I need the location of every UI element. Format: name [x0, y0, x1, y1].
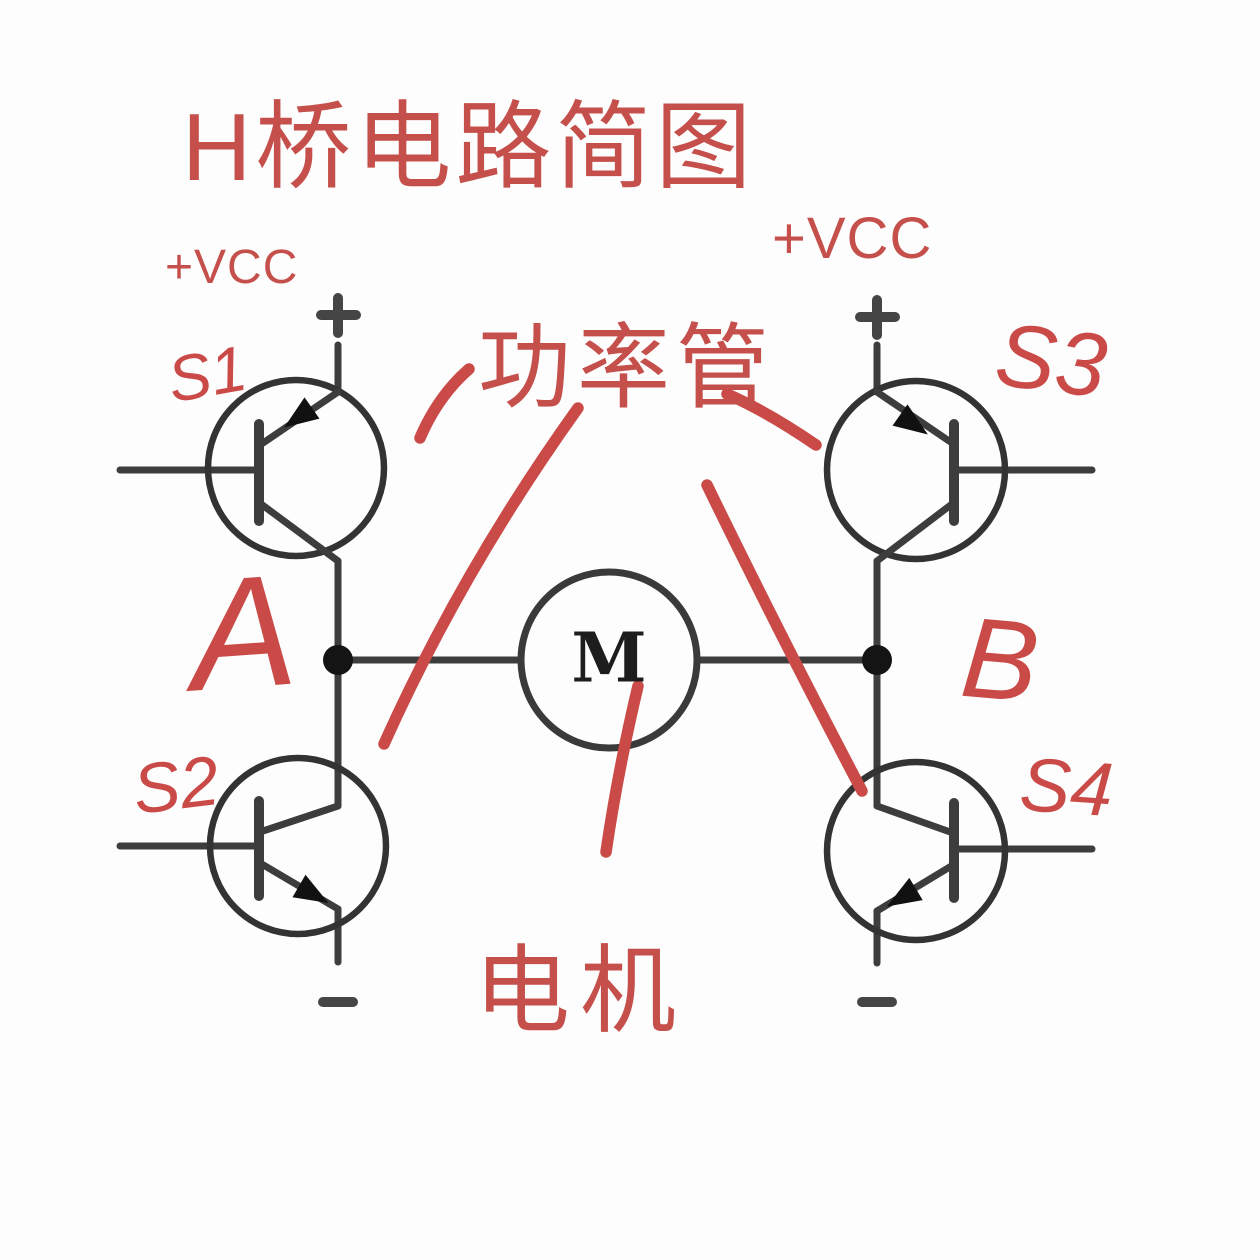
s4-collector-lead — [873, 802, 957, 837]
page-title: H桥电路简图 — [182, 94, 756, 201]
polarity-marks — [316, 293, 900, 1007]
transistor-s3-label: S3 — [990, 304, 1112, 418]
node-b-dot — [862, 645, 892, 675]
power-pointer-to-s4 — [701, 479, 868, 797]
transistor-s1-label: S1 — [162, 331, 252, 417]
s4-circle — [823, 758, 1009, 944]
plus-mark-left — [316, 293, 361, 338]
transistor-s1 — [204, 376, 388, 565]
transistor-s4 — [823, 758, 1009, 944]
motor-annotation: 电机 — [474, 938, 686, 1045]
s3-circle — [823, 377, 1009, 563]
vcc-label-right: +VCC — [772, 206, 933, 271]
transistor-s3 — [823, 377, 1009, 565]
vcc-label-left: +VCC — [165, 241, 299, 294]
s3-arrow-icon — [892, 404, 928, 435]
motor-circle — [517, 568, 701, 752]
s3-collector-lead — [873, 500, 956, 565]
power-transistor-annotation: 功率管 — [478, 316, 775, 420]
motor-pointer — [600, 680, 644, 858]
red-pointer-strokes — [378, 363, 868, 858]
transistor-s2-label: S2 — [128, 741, 224, 829]
s2-circle — [206, 754, 390, 938]
transistor-s4-label: S4 — [1017, 741, 1116, 834]
s1-circle — [204, 376, 388, 560]
power-pointer-to-s2 — [378, 402, 584, 750]
s4-arrow-icon — [886, 877, 923, 907]
node-a-label: A — [183, 541, 302, 725]
power-pointer-left-tick — [414, 363, 475, 444]
node-b-label: B — [956, 593, 1044, 728]
motor-symbol: M — [571, 618, 647, 699]
transistor-s2 — [206, 754, 390, 938]
s2-arrow-icon — [292, 874, 329, 903]
power-pointer-right-tick — [721, 388, 822, 451]
s2-collector-lead — [256, 802, 342, 836]
s1-arrow-icon — [284, 397, 320, 428]
s1-collector-lead — [257, 500, 342, 565]
wires — [116, 341, 1096, 967]
node-a-dot — [323, 645, 353, 675]
plus-mark-right — [855, 295, 900, 340]
